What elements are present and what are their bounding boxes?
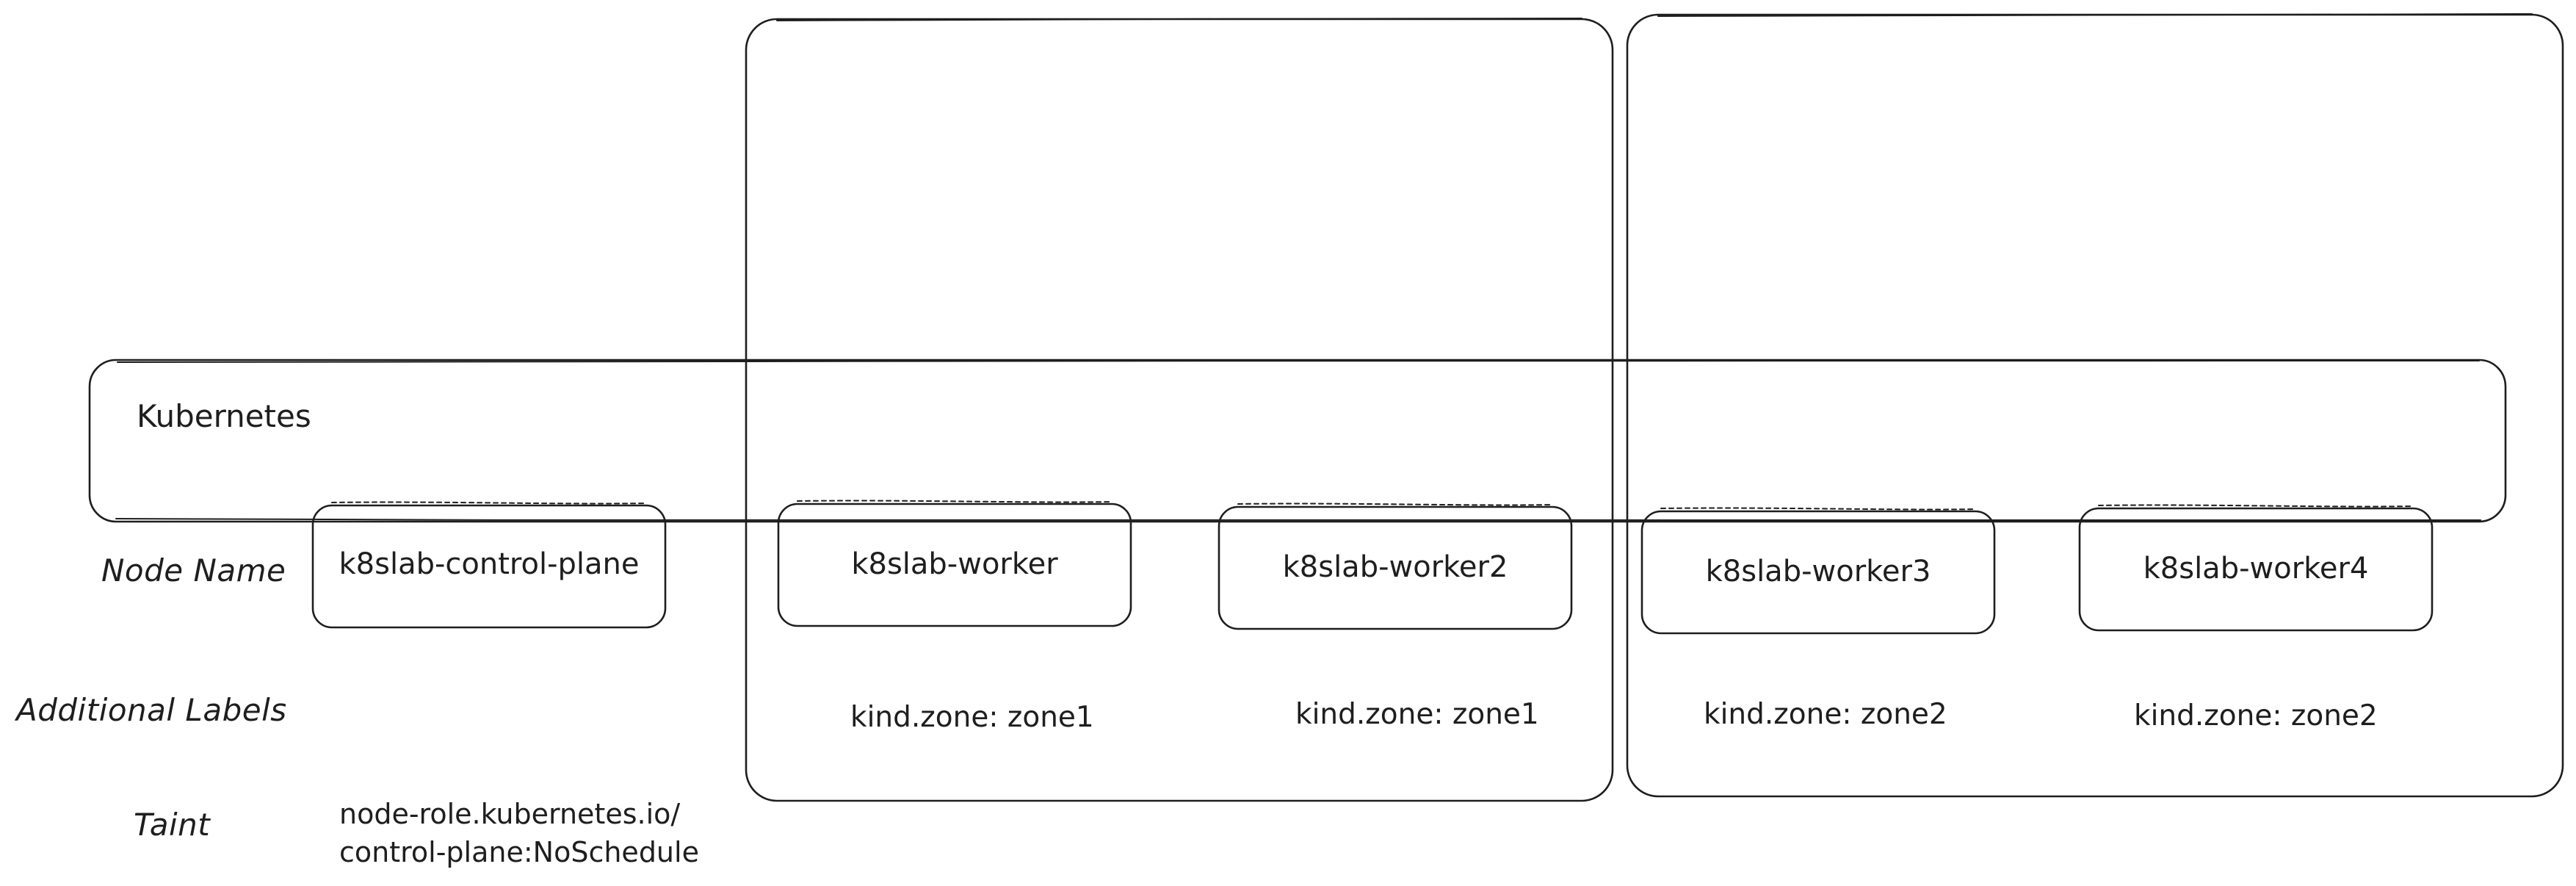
taint-line-1: node-role.kubernetes.io/	[339, 798, 681, 830]
cluster-title: Kubernetes	[137, 398, 311, 434]
node-box-worker2	[1218, 503, 1573, 630]
node-name-worker4: k8slab-worker4	[2143, 552, 2369, 586]
node-taint-control-plane: node-role.kubernetes.io/ control-plane:N…	[339, 795, 699, 871]
zone2-group-frame	[1626, 13, 2564, 798]
node-box-worker3	[1640, 507, 1996, 635]
row-label-node-name: Node Name	[101, 552, 286, 588]
kubernetes-cluster-band	[88, 359, 2507, 523]
node-name-worker: k8slab-worker	[851, 547, 1058, 581]
node-label-worker: kind.zone: zone1	[850, 701, 1094, 734]
node-name-control-plane: k8slab-control-plane	[339, 547, 640, 581]
node-box-worker4	[2078, 504, 2434, 632]
row-label-additional-labels: Additional Labels	[16, 692, 287, 728]
taint-line-2: control-plane:NoSchedule	[339, 836, 699, 868]
node-name-worker3: k8slab-worker3	[1705, 555, 1931, 588]
zone1-group-frame	[745, 18, 1614, 802]
node-box-control-plane	[311, 501, 667, 629]
node-name-worker2: k8slab-worker2	[1282, 550, 1508, 584]
node-label-worker3: kind.zone: zone2	[1704, 698, 1947, 731]
node-box-worker	[777, 500, 1132, 627]
node-label-worker2: kind.zone: zone1	[1295, 698, 1539, 731]
row-label-taint: Taint	[134, 807, 211, 843]
node-label-worker4: kind.zone: zone2	[2134, 699, 2378, 732]
